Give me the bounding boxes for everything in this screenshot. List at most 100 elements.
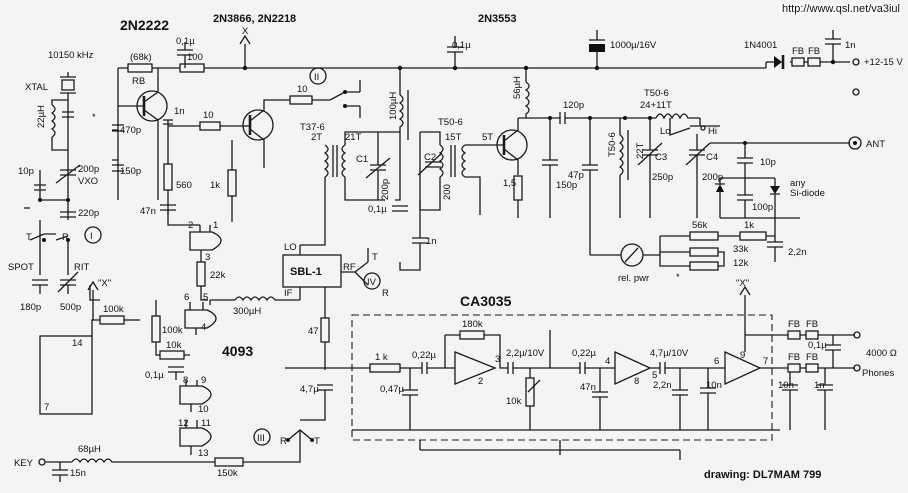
resistor-22k: [196, 261, 206, 287]
cap-47u: [300, 384, 333, 421]
label-pin7: 7: [44, 402, 49, 413]
ferrite-beads-top: [791, 57, 821, 67]
vxo-section: [24, 150, 81, 245]
label-x-top: X: [242, 26, 249, 37]
label-a2: 2: [478, 376, 483, 387]
label-c047: 0,47µ: [380, 384, 404, 395]
detector-network: [715, 141, 800, 230]
label-phones: Phones: [862, 368, 894, 379]
label-fb4: FB: [806, 319, 818, 330]
label-x-quote: "X": [98, 278, 111, 289]
label-t15t: 15T: [445, 132, 462, 143]
label-c100p: 100p: [752, 202, 773, 213]
label-t37: T37-6: [300, 122, 325, 133]
label-c1n-q1: 1n: [174, 106, 185, 117]
label-c200: 200: [442, 184, 453, 200]
resistor-100: [179, 63, 205, 73]
relative-power-meter: [589, 200, 783, 271]
label-rb: RB: [132, 76, 145, 87]
label-hi: Hi: [708, 126, 717, 137]
label-sw3: III: [257, 433, 265, 444]
label-r150k: 150k: [217, 468, 238, 479]
label-a8: 8: [634, 376, 639, 387]
label-spot: SPOT: [8, 262, 34, 273]
part-q1: 2N2222: [120, 17, 169, 33]
label-diode: 1N4001: [744, 40, 777, 51]
inductor-56uH: [518, 68, 530, 119]
label-p9: 9: [201, 375, 206, 386]
label-p8: 8: [183, 375, 188, 386]
label-x-quote2: "X": [736, 278, 749, 289]
label-a5: 5: [652, 370, 657, 381]
label-c150p-b: 150p: [556, 180, 577, 191]
label-c180p: 180p: [20, 302, 41, 313]
label-r1k-b: 1k: [744, 220, 754, 231]
label-a7: 7: [763, 356, 768, 367]
label-c01a: 0,1µ: [176, 36, 195, 47]
inductor-t50-6-24-11t: [655, 113, 720, 136]
label-r10k-b: 10k: [506, 396, 522, 407]
switch-i: [29, 226, 102, 301]
label-p12: 12: [178, 418, 189, 429]
label-c3: C3: [655, 152, 667, 163]
label-freq: 10150 kHz: [48, 50, 94, 61]
label-sw4t: T: [372, 252, 378, 263]
label-t22t: 22T: [635, 142, 646, 159]
label-t50a: T50-6: [438, 117, 463, 128]
transistor-q4: [496, 118, 528, 218]
label-sw1: I: [90, 231, 93, 242]
label-sidiode: Si-diode: [790, 188, 825, 199]
label-c15n: 15n: [70, 468, 86, 479]
label-ohm: 4000 Ω: [866, 348, 897, 359]
resistor-150k: [214, 430, 301, 467]
label-c022b: 0,22µ: [572, 348, 596, 359]
label-r180k: 180k: [462, 319, 483, 330]
label-xtal: XTAL: [25, 82, 48, 93]
label-r1k-c: 1 k: [375, 352, 388, 363]
label-p1: 1: [213, 220, 218, 231]
label-c500p: 500p: [60, 302, 81, 313]
label-c47p: 47p: [568, 170, 584, 181]
cap-01u-b: [447, 36, 463, 68]
label-a6: 6: [714, 356, 719, 367]
label-p6: 6: [184, 292, 189, 303]
label-r56k: 56k: [692, 220, 708, 231]
label-r33k: 33k: [733, 244, 749, 255]
switch-ii: [309, 67, 361, 118]
label-c10n-b: 10n: [778, 380, 794, 391]
label-t24: 24+11T: [640, 100, 672, 111]
label-ind100: 100µH: [388, 92, 399, 120]
label-sw2: II: [314, 72, 319, 83]
label-c1n-b: 1n: [426, 236, 437, 247]
label-vxo: VXO: [78, 176, 98, 187]
label-t21t: 21T: [345, 132, 362, 143]
label-c10n-a: 10n: [706, 380, 722, 391]
label-r1k-a: 1k: [210, 180, 220, 191]
resistor-10k-a: [159, 350, 185, 360]
label-vcc: +12-15 V: [864, 57, 903, 68]
label-c22n-a: 2,2n: [788, 247, 807, 258]
label-t2t: 2T: [311, 132, 322, 143]
label-sw4r: R: [382, 288, 389, 299]
label-c200p-c: 200p: [702, 172, 723, 183]
label-rf: RF: [343, 262, 356, 273]
label-r12k: 12k: [733, 258, 749, 269]
label-c200p-b: 200p: [380, 179, 391, 200]
label-c01d: 0,1µ: [145, 370, 164, 381]
switch-iii: [253, 428, 314, 446]
label-p4: 4: [201, 322, 206, 333]
label-ind56: 56µH: [512, 76, 523, 99]
label-p3: 3: [205, 252, 210, 263]
label-sw4: IV: [367, 277, 377, 288]
ca3035-outline: [351, 314, 773, 441]
label-c150p-a: 150p: [120, 166, 141, 177]
label-r100: 100: [187, 52, 203, 63]
label-fb1: FB: [792, 46, 804, 57]
label-lo-h: Lo: [660, 126, 671, 137]
label-rit: RIT: [74, 262, 90, 273]
label-r22k: 22k: [210, 270, 226, 281]
label-fb3: FB: [788, 319, 800, 330]
credit-label: drawing: DL7MAM 799: [704, 469, 821, 481]
label-c250p: 250p: [652, 172, 673, 183]
